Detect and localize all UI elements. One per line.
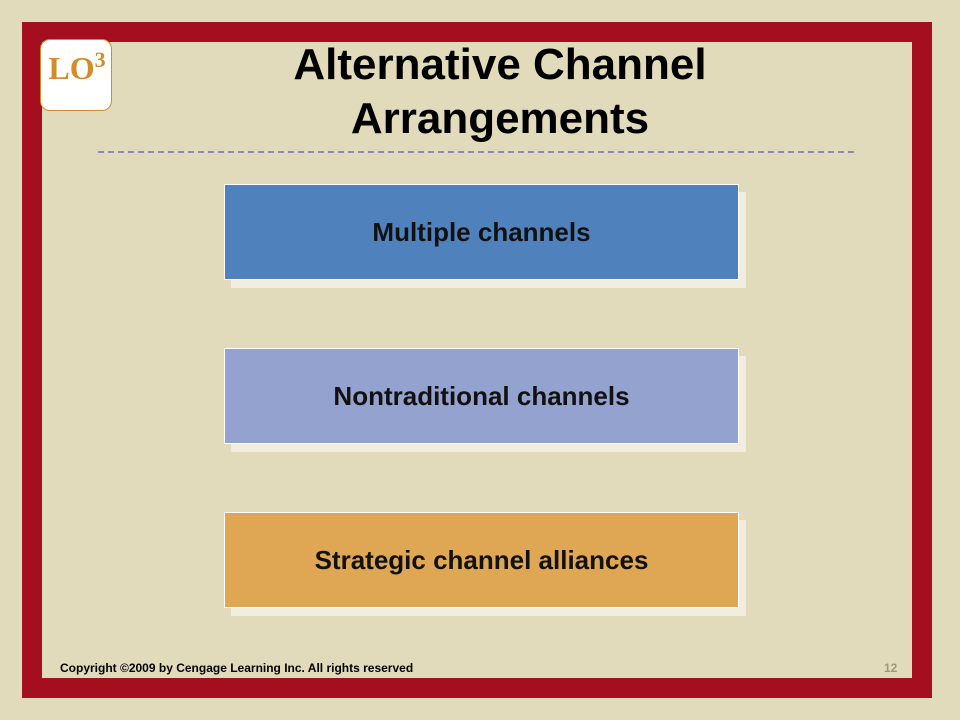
copyright-notice: Copyright ©2009 by Cengage Learning Inc.… (60, 661, 414, 675)
lo-number: 3 (94, 47, 106, 72)
lo-label-text: LO (48, 50, 95, 86)
page-number: 12 (884, 661, 898, 675)
item-card-nontraditional-channels: Nontraditional channels (224, 348, 739, 444)
item-card-strategic-channel-alliances: Strategic channel alliances (224, 512, 739, 608)
learning-objective-label: LO3 (44, 47, 110, 92)
item-card-multiple-channels: Multiple channels (224, 184, 739, 280)
title-divider (98, 151, 854, 153)
learning-objective-badge: LO3 (40, 39, 112, 111)
page-title: Alternative Channel Arrangements (293, 40, 707, 143)
